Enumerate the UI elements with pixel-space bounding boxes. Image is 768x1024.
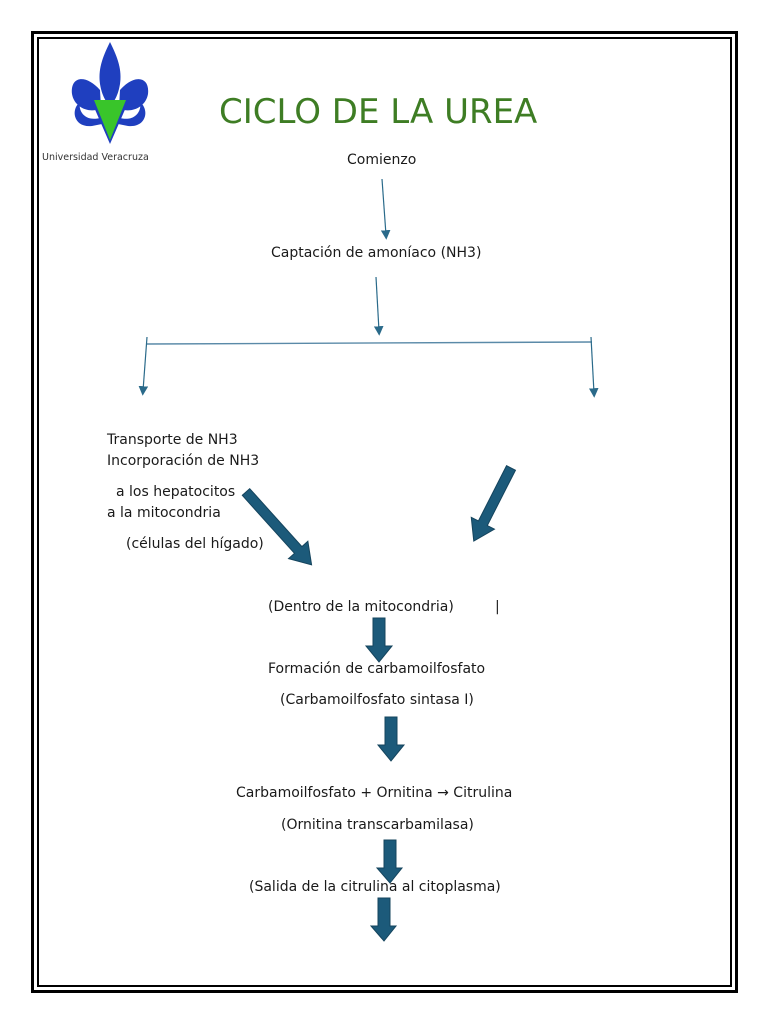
left-branch-line2: a los hepatocitos (116, 484, 236, 500)
right-branch-line1: Incorporación de NH3 (107, 453, 260, 469)
block-arrow-down-4 (369, 897, 398, 942)
step-exit: (Salida de la citrulina al citoplasma) (249, 879, 501, 895)
fleur-right-petal (118, 79, 149, 127)
step-enzyme2: (Ornitina transcarbamilasa) (281, 817, 474, 833)
page-border-outer (31, 31, 738, 993)
step-capture: Captación de amoníaco (NH3) (271, 245, 482, 261)
left-branch-line3: (células del hígado) (126, 536, 264, 552)
university-logo (71, 42, 149, 144)
block-arrow-down-2 (376, 716, 406, 762)
block-arrow-down-1 (364, 617, 394, 663)
left-branch-line1: Transporte de NH3 (107, 432, 238, 448)
block-arrow-right-diagonal (470, 465, 517, 542)
fleur-left-petal (71, 79, 102, 127)
cursor-mark: | (495, 599, 500, 615)
fleur-top-petal (99, 42, 121, 106)
arrow-capture-to-branch (373, 276, 384, 336)
step-start: Comienzo (347, 152, 417, 168)
arrow-branch-right (588, 336, 599, 398)
logo-v-fill (96, 100, 124, 136)
block-arrow-left-diagonal (241, 487, 313, 566)
arrow-start-to-capture (380, 178, 391, 240)
page-title: CICLO DE LA UREA (219, 92, 538, 132)
page-border-inner (37, 37, 732, 987)
step-reaction: Carbamoilfosfato + Ornitina → Citrulina (236, 785, 513, 801)
arrow-branch-left (138, 336, 149, 396)
step-enzyme1: (Carbamoilfosfato sintasa I) (280, 692, 474, 708)
logo-caption: Universidad Veracruza (42, 152, 149, 163)
right-branch-line2: a la mitocondria (107, 505, 221, 521)
step-inside-mitochondria: (Dentro de la mitocondria) (268, 599, 454, 615)
branch-horizontal-line (146, 341, 593, 345)
step-carbamoyl: Formación de carbamoilfosfato (268, 661, 486, 677)
block-arrow-down-3 (375, 839, 404, 884)
